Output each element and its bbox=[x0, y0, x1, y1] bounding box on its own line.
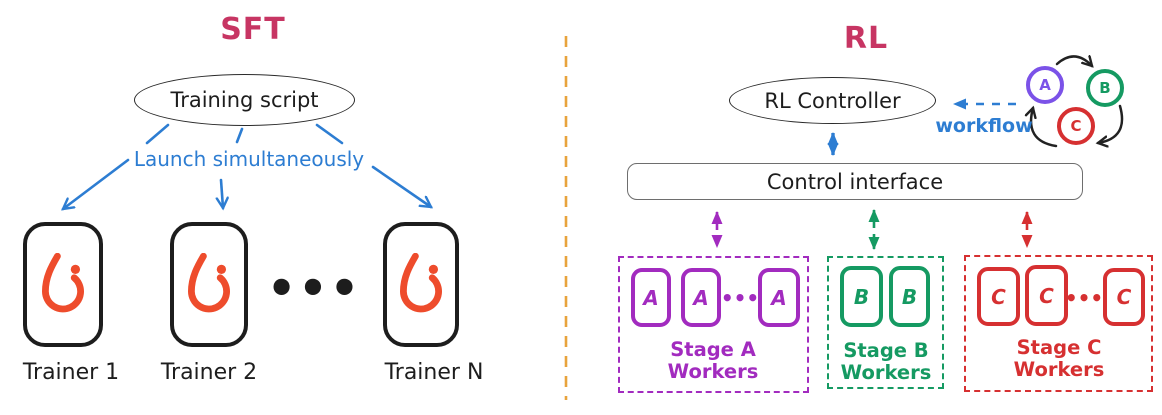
cycle-node-c: C bbox=[1057, 107, 1095, 145]
stage-c-worker-1: C bbox=[977, 267, 1020, 326]
trainer-label-2: Trainer 2 bbox=[160, 359, 258, 385]
trainer-label-1: Trainer 1 bbox=[22, 359, 120, 385]
launch-arrow-left-upper bbox=[145, 123, 170, 145]
rl-controller-node: RL Controller bbox=[729, 77, 936, 124]
stage-b-worker-1: B bbox=[840, 266, 883, 327]
launch-arrow-left bbox=[63, 158, 130, 209]
launch-arrow-right-upper bbox=[315, 123, 344, 145]
training-script-node: Training script bbox=[134, 74, 355, 126]
launch-arrow-right bbox=[371, 165, 431, 207]
stage-a-box bbox=[618, 256, 809, 393]
trainer-ellipsis-dots: ••• bbox=[266, 261, 362, 315]
trainer-box-n bbox=[383, 222, 459, 347]
control-interface-label: Control interface bbox=[766, 169, 944, 194]
rl-controller-label: RL Controller bbox=[764, 88, 901, 113]
pytorch-logo-icon bbox=[41, 252, 84, 312]
stage-c-label: Stage C Workers bbox=[1013, 335, 1105, 381]
launch-arrow-mid bbox=[221, 178, 223, 208]
stage-c-box bbox=[964, 255, 1153, 392]
rl-title: RL bbox=[843, 20, 889, 56]
cycle-node-b: B bbox=[1086, 69, 1124, 107]
stage-c-worker-n: C bbox=[1103, 268, 1145, 326]
trainer-label-n: Trainer N bbox=[384, 359, 484, 385]
cycle-arrow-b-c bbox=[1098, 104, 1124, 143]
stage-c-worker-2: C bbox=[1025, 265, 1068, 326]
stage-c-ellipsis-dots: ••• bbox=[1064, 286, 1104, 310]
cycle-node-a: A bbox=[1026, 66, 1064, 104]
stage-a-ellipsis-dots: ••• bbox=[720, 286, 760, 310]
launch-arrow-mid-upper bbox=[235, 127, 244, 144]
stage-b-worker-2: B bbox=[889, 266, 930, 327]
stage-a-worker-n: A bbox=[758, 268, 800, 327]
cycle-arrow-a-b bbox=[1055, 56, 1092, 66]
launch-arrows bbox=[63, 123, 431, 209]
stage-b-box bbox=[827, 256, 944, 389]
control-interface-node: Control interface bbox=[627, 163, 1083, 200]
stage-a-worker-1: A bbox=[631, 268, 671, 327]
stage-a-label: Stage A Workers bbox=[667, 337, 759, 383]
stage-b-label: Stage B Workers bbox=[840, 338, 932, 384]
sft-title: SFT bbox=[220, 11, 286, 47]
stage-a-worker-2: A bbox=[681, 268, 721, 327]
training-script-label: Training script bbox=[170, 88, 319, 112]
cycle-arrows bbox=[1031, 56, 1124, 148]
cycle-arrow-c-a bbox=[1031, 108, 1058, 148]
pytorch-logo-icon bbox=[399, 252, 442, 312]
trainer-box-2 bbox=[170, 222, 248, 347]
pytorch-logo-icon bbox=[187, 252, 230, 312]
trainer-box-1 bbox=[23, 222, 103, 347]
workflow-label: workflow bbox=[935, 114, 1033, 137]
launch-edge-label: Launch simultaneously bbox=[133, 147, 365, 171]
